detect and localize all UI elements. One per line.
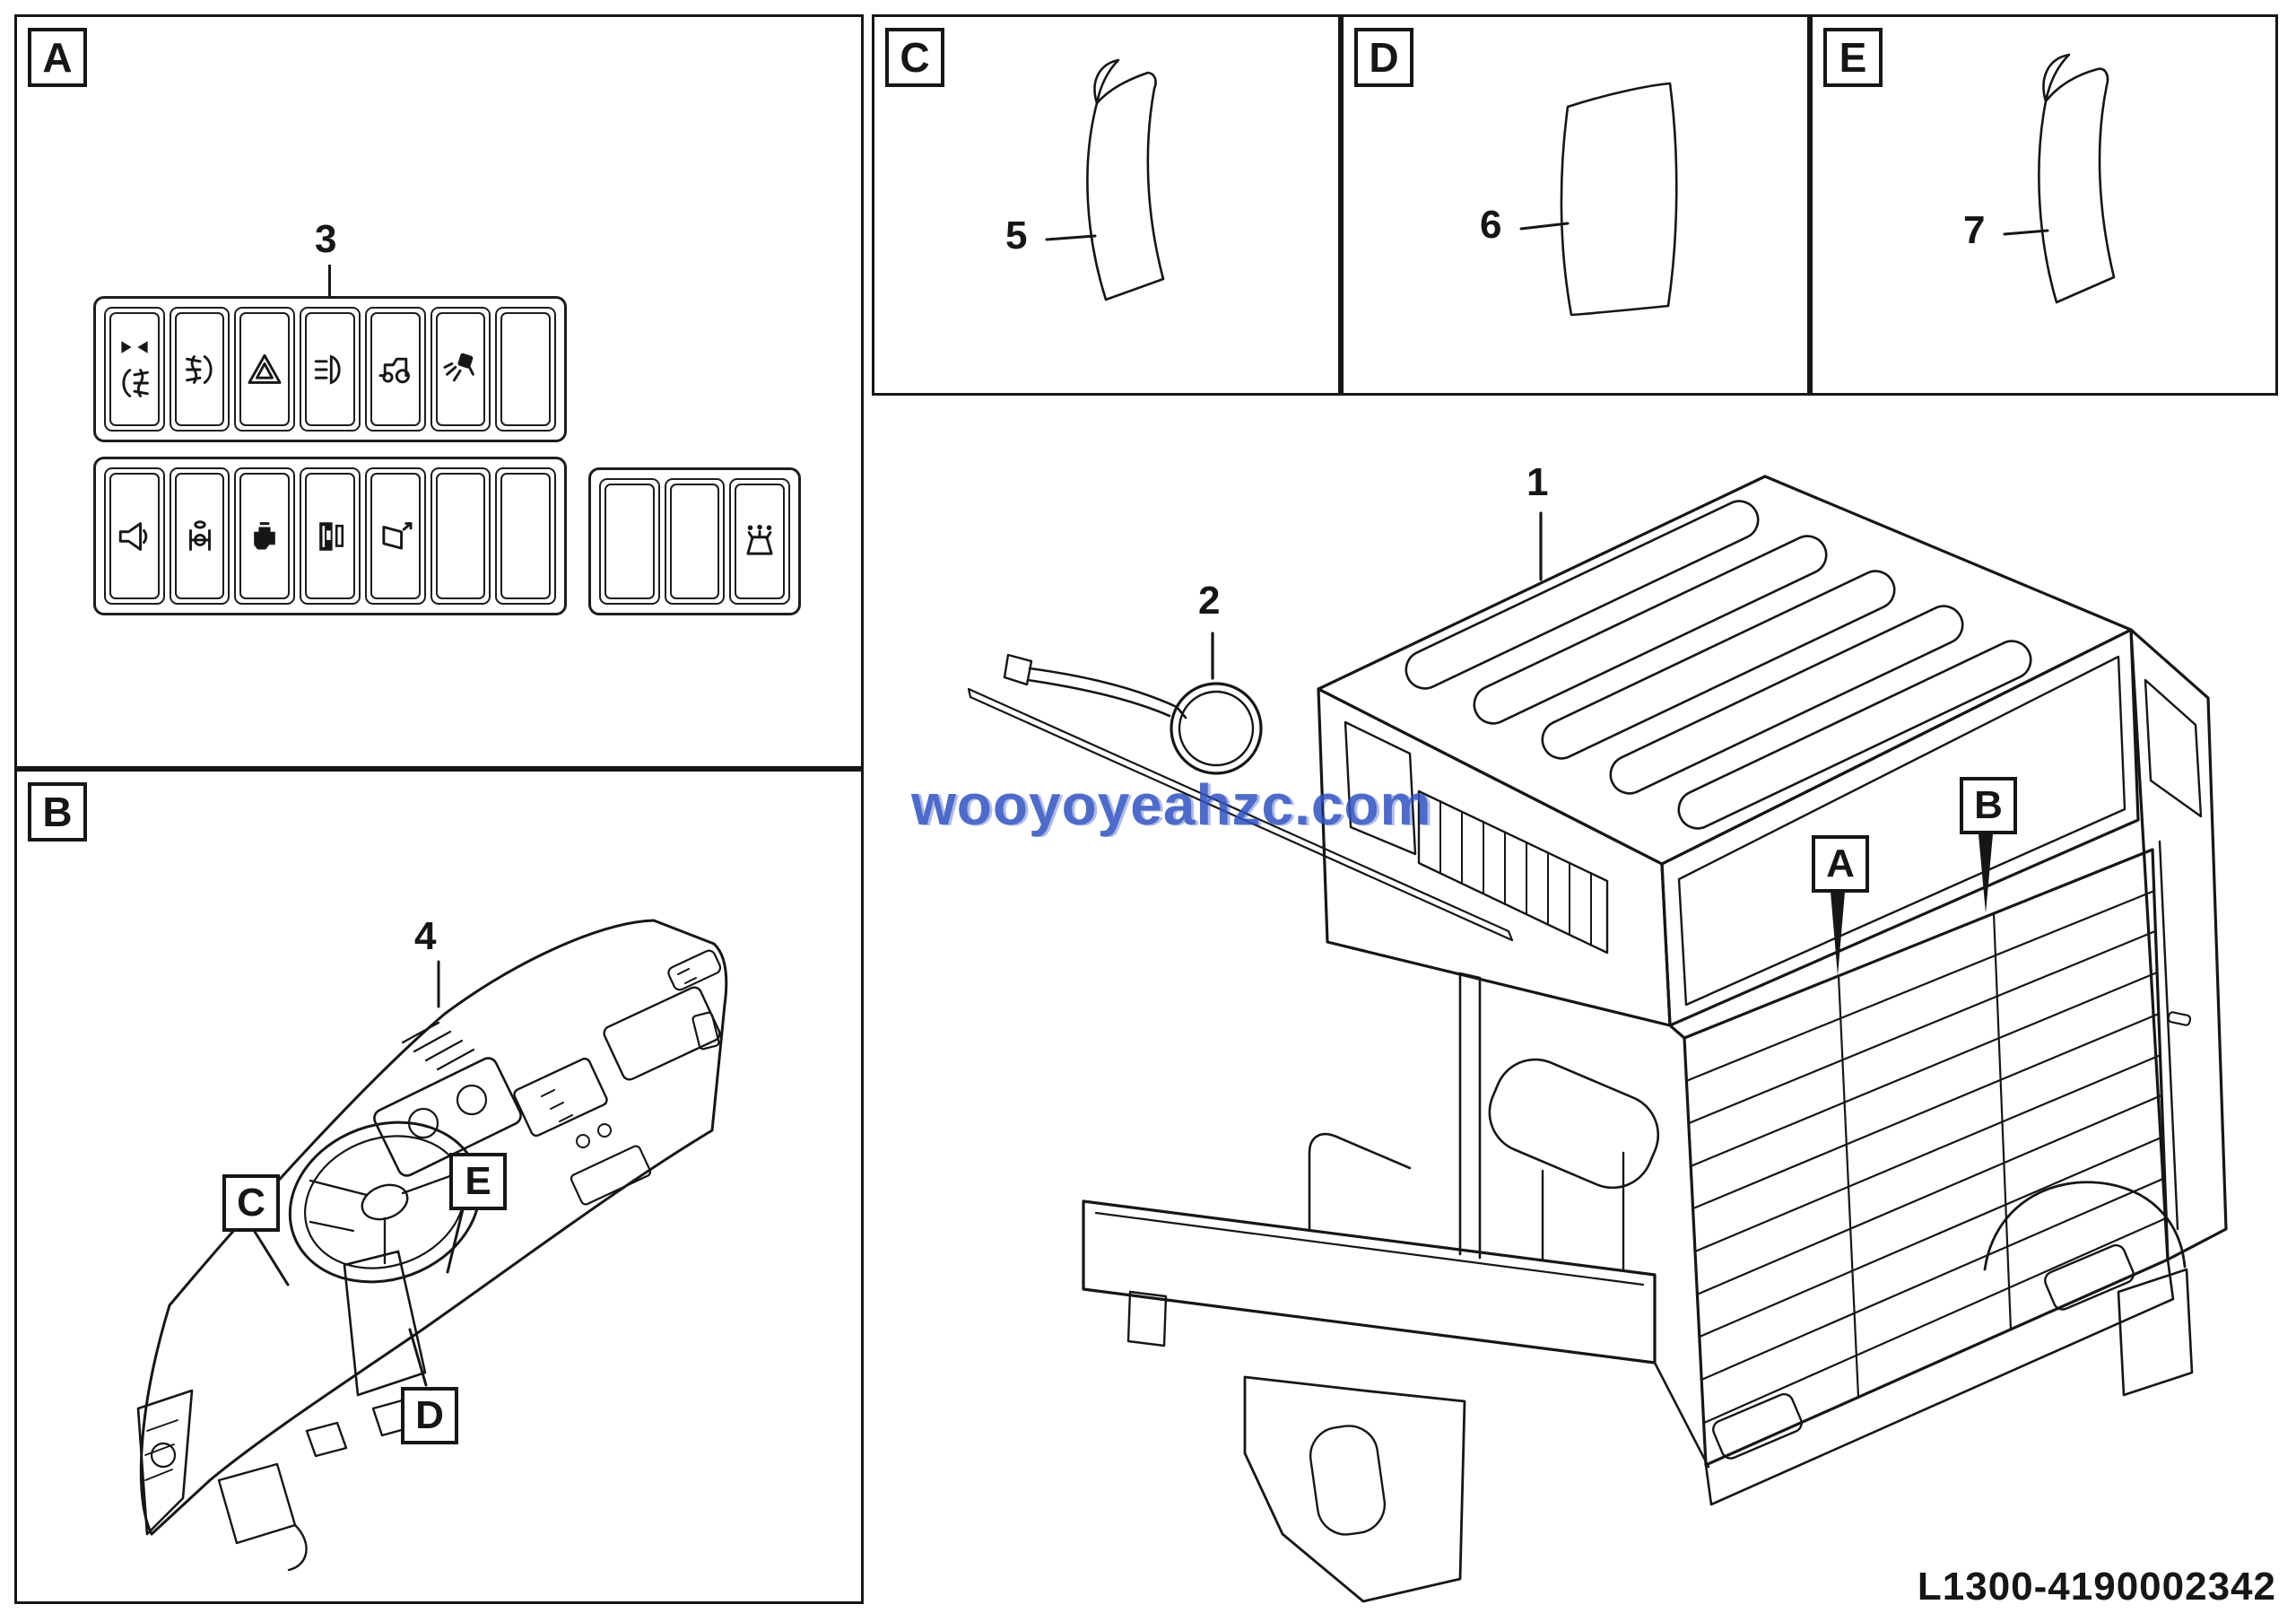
engine-icon xyxy=(246,518,283,555)
location-tag-a: A xyxy=(1812,835,1869,893)
switch-panel-row2 xyxy=(93,457,567,615)
watermark: wooyoyeahzc.com xyxy=(911,772,1432,837)
section-e-box: E 7 xyxy=(1810,14,2278,396)
switch-cell-blank xyxy=(430,467,491,605)
work-lamp-icon xyxy=(441,351,479,388)
switch-cell xyxy=(300,307,361,432)
callout-1: 1 xyxy=(1526,460,1549,504)
section-a-box: A 3 xyxy=(14,14,864,769)
callout-7: 7 xyxy=(1963,208,1986,252)
tractor-icon xyxy=(377,351,414,388)
section-e-label: E xyxy=(1823,28,1883,87)
front-fog-light-icon xyxy=(116,364,153,402)
switch-cell-blank xyxy=(495,467,557,605)
switch-cell-blank xyxy=(664,478,726,605)
dashboard-line-drawing xyxy=(136,919,728,1572)
section-b-label: B xyxy=(28,782,87,842)
switch-cell xyxy=(729,478,791,605)
section-b-box: B 4 xyxy=(14,769,864,1604)
cab-tilt-icon xyxy=(311,518,349,555)
switch-cell xyxy=(430,307,491,432)
windshield-washer-icon xyxy=(741,523,778,561)
switch-cell xyxy=(234,307,296,432)
clamp-icon xyxy=(118,337,151,357)
section-d-box: D 6 xyxy=(1341,14,1810,396)
location-tag-d: D xyxy=(401,1387,458,1444)
callout-3: 3 xyxy=(315,217,337,261)
callout-5: 5 xyxy=(1005,214,1028,257)
switch-cell xyxy=(234,467,296,605)
section-c-box: C 5 xyxy=(872,14,1341,396)
switch-cell xyxy=(104,307,165,432)
truck-cab-line-drawing xyxy=(967,475,2228,1603)
hazard-warning-icon xyxy=(246,351,283,388)
switch-cell xyxy=(364,307,426,432)
switch-cell xyxy=(169,467,230,605)
switch-cell xyxy=(300,467,361,605)
switch-panel-row1 xyxy=(93,296,567,442)
switch-panel-aux xyxy=(588,467,801,615)
callout-6: 6 xyxy=(1480,203,1502,247)
callout-2: 2 xyxy=(1198,579,1221,623)
location-tag-c: C xyxy=(222,1174,280,1232)
part-number: L1300-4190002342 xyxy=(1917,1565,2276,1609)
callout-3-leader xyxy=(328,265,331,296)
switch-cell xyxy=(104,467,165,605)
switch-cell-blank xyxy=(599,478,660,605)
section-a-label: A xyxy=(28,28,87,87)
differential-lock-icon xyxy=(181,518,219,555)
location-tag-b: B xyxy=(1960,777,2017,834)
headlight-icon xyxy=(311,351,349,388)
switch-cell xyxy=(364,467,426,605)
section-d-label: D xyxy=(1354,28,1413,87)
switch-cell-blank xyxy=(495,307,557,432)
location-tag-e: E xyxy=(449,1153,507,1210)
mirror-adjust-icon xyxy=(377,518,414,555)
rear-fog-light-icon xyxy=(181,351,219,388)
switch-cell xyxy=(169,307,230,432)
horn-icon xyxy=(116,518,153,555)
section-c-label: C xyxy=(885,28,944,87)
callout-4: 4 xyxy=(414,914,437,958)
